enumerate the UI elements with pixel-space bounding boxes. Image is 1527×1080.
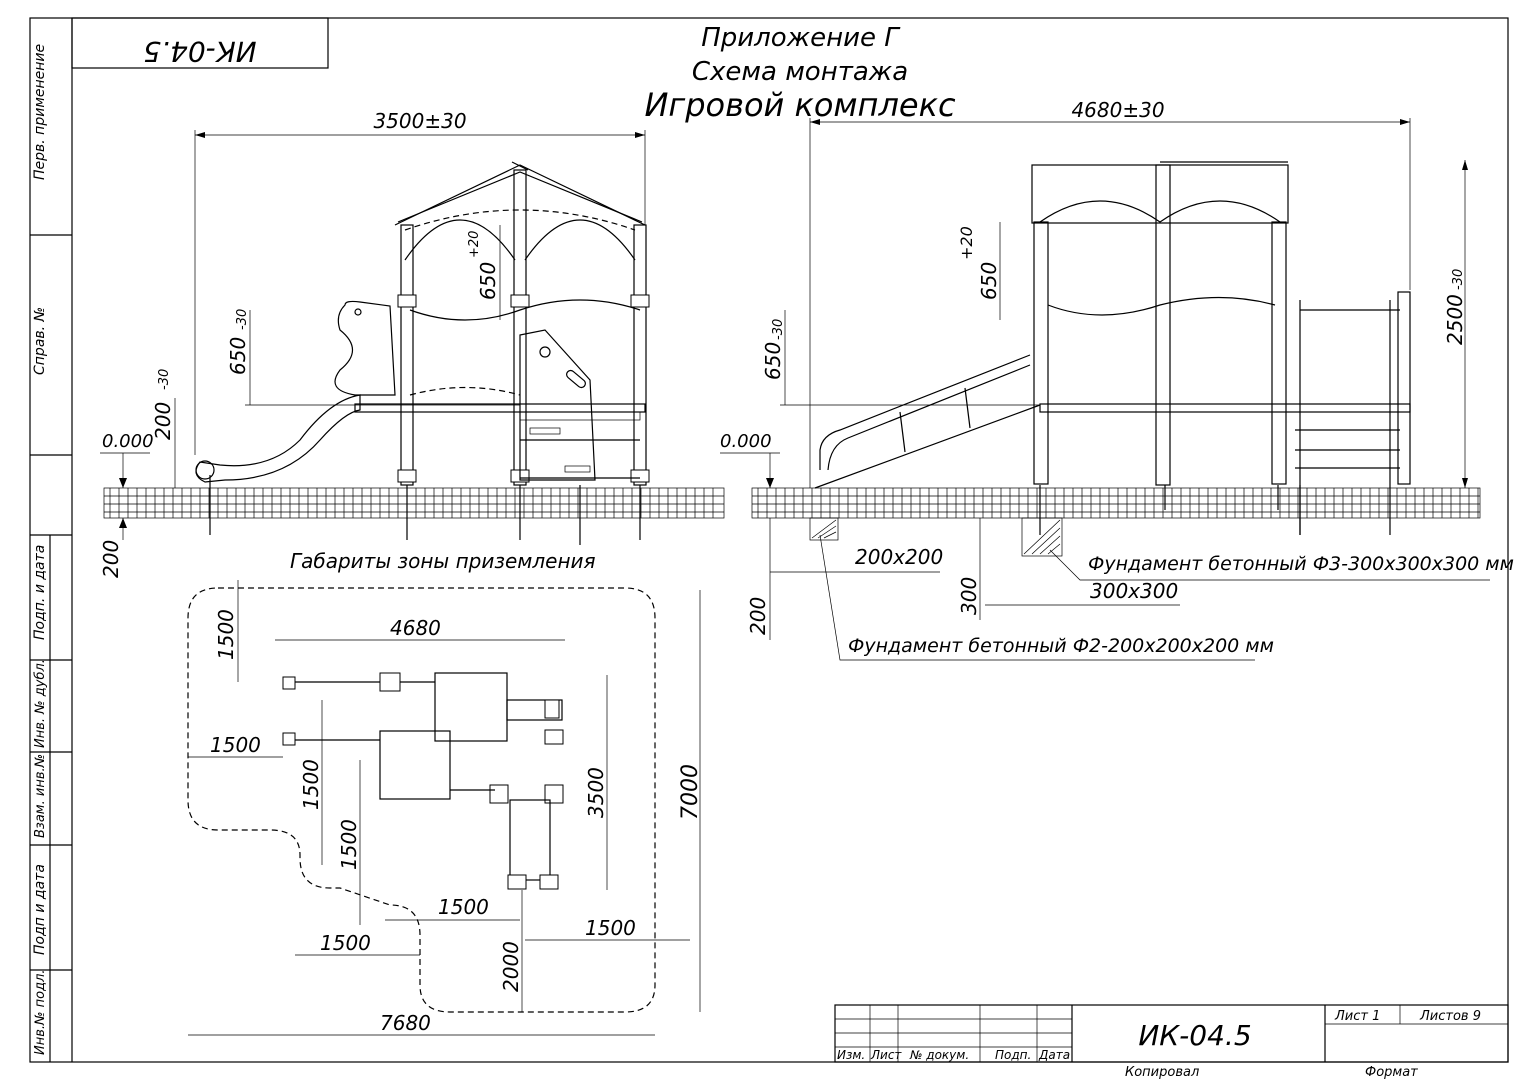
front-roof-tol: +20: [467, 231, 482, 258]
plan-dim-2000: 2000: [499, 941, 523, 992]
side-roof-tol: +20: [957, 226, 976, 260]
f2-depth-dim: 200: [746, 597, 770, 635]
side-label-dubl: Инв. № дубл.: [33, 659, 48, 748]
plan-dim-3500: 3500: [584, 767, 608, 818]
front-slide-tol: -30: [157, 369, 172, 390]
plan-dim-1500-v1: 1500: [299, 759, 323, 810]
side-width-dim: 4680±30: [1071, 98, 1164, 122]
plan-caption: Габариты зоны приземления: [290, 549, 596, 573]
appendix-title: Приложение Г: [701, 23, 901, 53]
tb-sheets: Листов 9: [1419, 1009, 1481, 1024]
sheet-border: [29, 17, 1509, 1063]
tb-format: Формат: [1365, 1065, 1418, 1080]
front-deck-dim: 650: [226, 337, 250, 375]
side-label-sprav: Справ. №: [32, 307, 48, 375]
plan-dim-1500-bl: 1500: [320, 931, 371, 955]
plan-dim-1500-mid: 1500: [438, 895, 489, 919]
plan-dim-7000: 7000: [678, 764, 703, 820]
front-width-dim: 3500±30: [373, 109, 466, 133]
plan-dim-4680: 4680: [390, 616, 441, 640]
front-slide-dim: 200: [151, 402, 175, 440]
tb-sheet: Лист 1: [1334, 1009, 1380, 1024]
f2-size-dim: 200x200: [855, 545, 943, 569]
f3-label: Фундамент бетонный Ф3-300х300х300 мм: [1088, 553, 1514, 575]
side-label-perv: Перв. применение: [32, 44, 48, 180]
code-stamp-box: [71, 17, 329, 69]
side-view: 4680±30 650 +20 650 -30 2500 -30 0.000 2…: [720, 98, 1514, 661]
tb-col-date: Дата: [1038, 1048, 1070, 1062]
plan-dim-1500-br: 1500: [585, 916, 636, 940]
front-view: 3500±30 650 +20 650 -30 200 -30 0.000 20…: [99, 109, 725, 578]
tb-copied: Копировал: [1125, 1065, 1199, 1080]
f3-depth-dim: 300: [957, 577, 981, 615]
tb-col-list: Лист: [870, 1048, 902, 1062]
tb-col-izm: Изм.: [837, 1048, 865, 1062]
front-deck-tol: -30: [235, 309, 250, 330]
plan-dim-1500-top: 1500: [214, 609, 238, 660]
code-stamp: ИК-04.5: [143, 35, 256, 68]
side-label-podp1: Подп. и дата: [32, 545, 48, 640]
side-label-inv: Инв.№ подл.: [33, 969, 48, 1055]
side-zero-mark: 0.000: [720, 431, 772, 452]
plan-dim-1500-left: 1500: [210, 733, 261, 757]
plan-dim-7680: 7680: [380, 1011, 431, 1035]
side-roof-dim: 650: [977, 262, 1001, 300]
front-roof-dim: 650: [476, 262, 500, 300]
object-title: Игровой комплекс: [644, 86, 955, 124]
tb-col-podp: Подп.: [995, 1048, 1031, 1062]
f3-size-dim: 300x300: [1090, 579, 1178, 603]
side-deck-tol: -30: [771, 319, 786, 340]
tb-code: ИК-04.5: [1138, 1019, 1251, 1052]
side-deck-dim: 650: [761, 342, 785, 380]
side-total-tol: -30: [1451, 269, 1466, 290]
front-depth-dim: 200: [99, 540, 123, 578]
plan-view: Габариты зоны приземления 1500 4680 1500…: [187, 549, 703, 1036]
front-zero-mark: 0.000: [102, 431, 154, 452]
side-label-podp2: Подп и дата: [32, 864, 48, 955]
title-block: Изм. Лист № докум. Подп. Дата ИК-04.5 Ли…: [834, 1004, 1509, 1080]
side-total-dim: 2500: [1443, 294, 1467, 345]
side-label-vzam: Взам. инв.№: [33, 754, 48, 838]
scheme-title: Схема монтажа: [692, 57, 908, 87]
plan-dim-1500-v2: 1500: [337, 819, 361, 870]
f2-label: Фундамент бетонный Ф2-200х200х200 мм: [848, 635, 1274, 657]
tb-col-doc: № докум.: [909, 1048, 969, 1062]
